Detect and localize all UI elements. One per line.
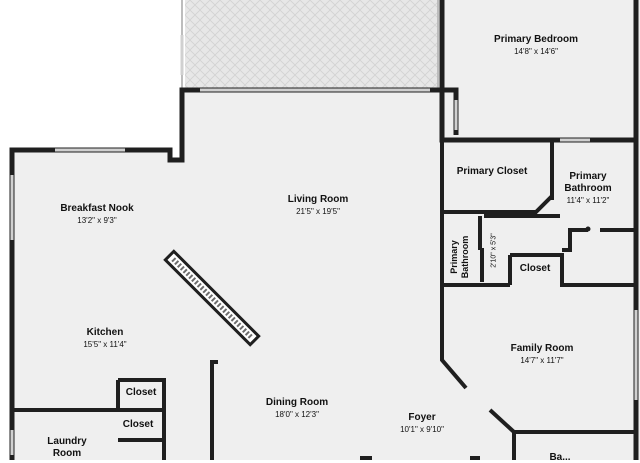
kitchen-island [163, 249, 261, 347]
primary-bathroom-small-dim: 2'10" x 5'3" [490, 233, 498, 268]
primary-bathroom-dim: 11'4" x 11'2" [566, 196, 610, 205]
interior-walls [12, 140, 636, 460]
primary-bathroom-small-label: Primary Bathroom [449, 235, 470, 279]
closet-a-label: Closet [125, 387, 157, 398]
breakfast-nook-label: Breakfast Nook [60, 203, 134, 214]
living-room-dim: 21'5" x 19'5" [296, 207, 340, 216]
closet-bath-label: Closet [519, 263, 551, 274]
floor-area [10, 0, 640, 460]
foyer-label: Foyer [408, 412, 436, 423]
bottom-right-partial-label: Ba... [549, 452, 571, 463]
bath-fixture [585, 226, 591, 232]
lanai-area [185, 0, 437, 88]
living-room-label: Living Room [287, 194, 349, 205]
family-room-label: Family Room [510, 343, 574, 354]
primary-bathroom-label: Primary Bathroom [564, 171, 612, 194]
breakfast-nook-dim: 13'2" x 9'3" [77, 216, 117, 225]
primary-closet-label: Primary Closet [456, 166, 528, 177]
kitchen-dim: 15'5" x 11'4" [83, 340, 127, 349]
foyer-dim: 10'1" x 9'10" [400, 425, 444, 434]
dining-room-dim: 18'0" x 12'3" [275, 410, 319, 419]
closet-b-label: Closet [122, 419, 154, 430]
primary-bedroom-label: Primary Bedroom [494, 34, 578, 45]
primary-bedroom-dim: 14'8" x 14'6" [514, 47, 558, 56]
laundry-room-label: Laundry Room [47, 436, 87, 459]
windows [10, 35, 638, 455]
family-room-dim: 14'7" x 11'7" [520, 356, 564, 365]
kitchen-label: Kitchen [86, 327, 124, 338]
dining-room-label: Dining Room [265, 397, 329, 408]
